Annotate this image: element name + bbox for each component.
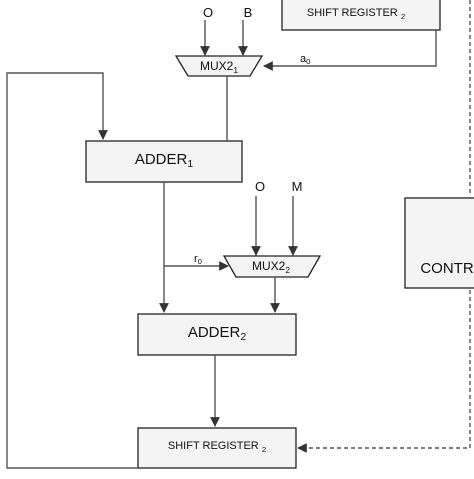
adder2-block: ADDER2 xyxy=(137,313,297,356)
controller-block: CONTR xyxy=(404,197,474,289)
mux1-block: MUX21 xyxy=(174,55,264,77)
mux2-block: MUX22 xyxy=(222,255,322,278)
mux2-input-m-label: M xyxy=(292,179,303,194)
shift-register-bottom-label: SHIFT REGISTER 2 xyxy=(168,440,266,454)
mux2-input-o-label: O xyxy=(255,179,265,194)
controller-bottom-dashed-wire xyxy=(297,290,471,453)
controller-label: CONTR xyxy=(420,260,473,277)
a0-label: a0 xyxy=(300,53,310,66)
mux1-input-o-label: O xyxy=(203,5,213,20)
adder1-label: ADDER1 xyxy=(135,151,194,170)
mux1-input-b-label: B xyxy=(244,5,253,20)
a0-select-wire xyxy=(263,30,437,71)
feedback-loop-wire xyxy=(6,72,138,469)
shift-register-top-label: SHIFT REGISTER 2 xyxy=(307,7,405,21)
shift-register-bottom-block: SHIFT REGISTER 2 xyxy=(137,427,297,469)
mux1-label: MUX21 xyxy=(200,59,238,75)
adder2-label: ADDER2 xyxy=(188,324,247,343)
mux2-label: MUX22 xyxy=(252,259,290,275)
adder1-block: ADDER1 xyxy=(85,140,243,183)
r0-label: r0 xyxy=(194,253,202,266)
shift-register-top-block: SHIFT REGISTER 2 xyxy=(281,0,441,31)
